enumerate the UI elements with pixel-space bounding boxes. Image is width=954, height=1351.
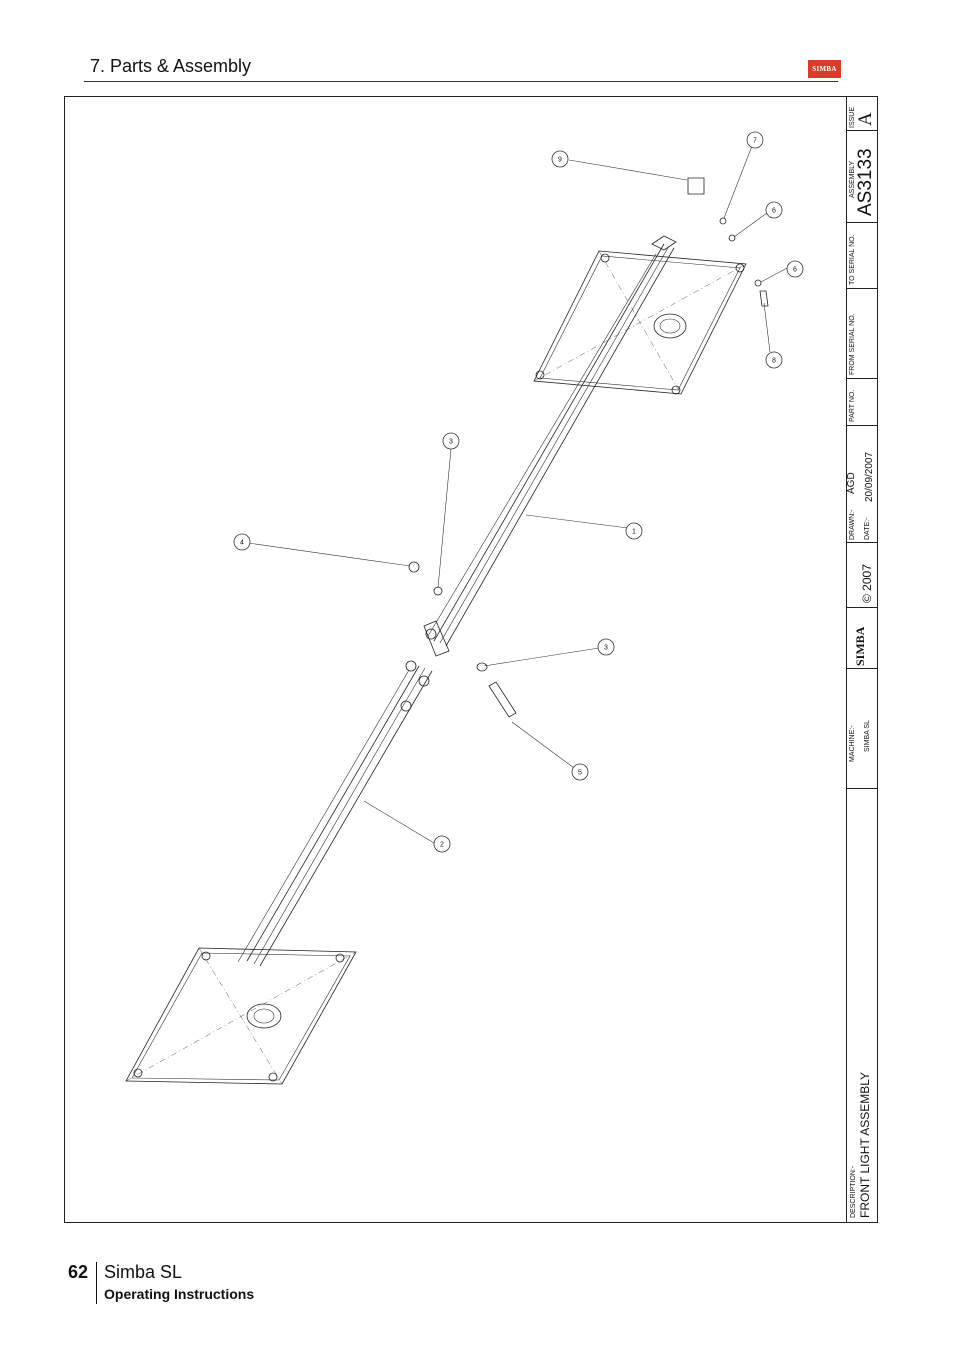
copyright: © 2007 bbox=[860, 564, 874, 603]
svg-text:1: 1 bbox=[632, 529, 636, 536]
lower-lamp-bracket bbox=[125, 947, 357, 1085]
balloon-4: 4 bbox=[233, 533, 251, 551]
title-block bbox=[846, 96, 878, 1223]
svg-text:4: 4 bbox=[240, 540, 244, 547]
assembly-number: AS3133 bbox=[855, 148, 876, 216]
balloon-6-lower: 6 bbox=[786, 260, 804, 278]
balloon-9: 9 bbox=[551, 150, 569, 168]
svg-text:8: 8 bbox=[772, 358, 776, 365]
date-label: DATE:- bbox=[864, 517, 871, 540]
page-number: 62 bbox=[68, 1262, 89, 1282]
description-label: DESCRIPTION:- bbox=[850, 1165, 857, 1218]
leader-lines bbox=[247, 145, 790, 844]
balloon-2: 2 bbox=[433, 835, 451, 853]
balloon-8: 8 bbox=[765, 351, 783, 369]
simba-logo: SIMBA bbox=[853, 626, 867, 666]
footer-subtitle: Operating Instructions bbox=[104, 1286, 255, 1302]
svg-text:7: 7 bbox=[753, 138, 757, 145]
footer-divider bbox=[96, 1262, 97, 1304]
section-title: 7. Parts & Assembly bbox=[90, 56, 252, 76]
upper-beam bbox=[423, 243, 675, 657]
svg-text:6: 6 bbox=[772, 208, 776, 215]
to-serial-label: TO SERIAL NO. bbox=[849, 234, 856, 285]
part-no-label: PART NO. bbox=[849, 389, 856, 422]
exploded-assembly-drawing: 1 2 3 3 4 5 6 6 7 8 9 bbox=[125, 131, 804, 1085]
balloon-5: 5 bbox=[571, 763, 589, 781]
lower-beam bbox=[237, 660, 433, 967]
balloon-3-lower: 3 bbox=[597, 638, 615, 656]
upper-lamp-bracket bbox=[533, 235, 747, 395]
from-serial-label: FROM SERIAL NO. bbox=[849, 313, 856, 375]
drawn-label: DRAWN:- bbox=[849, 509, 856, 540]
svg-text:6: 6 bbox=[793, 267, 797, 274]
brand-logo-text: SIMBA bbox=[812, 65, 837, 73]
issue-value: A bbox=[855, 112, 876, 126]
drawing-frame bbox=[64, 96, 878, 1223]
svg-text:9: 9 bbox=[558, 157, 562, 164]
machine-label: MACHINE:- bbox=[849, 725, 856, 762]
machine-value: SIMBA SL bbox=[864, 720, 871, 752]
svg-text:5: 5 bbox=[578, 770, 582, 777]
svg-text:2: 2 bbox=[440, 842, 444, 849]
svg-text:3: 3 bbox=[604, 645, 608, 652]
brand-logo: SIMBA bbox=[808, 60, 841, 78]
balloon-6-upper: 6 bbox=[765, 201, 783, 219]
drawn-value: AGD bbox=[846, 472, 857, 494]
balloon-3-upper: 3 bbox=[442, 432, 460, 450]
date-value: 20/09/2007 bbox=[864, 451, 875, 502]
balloon-7: 7 bbox=[746, 131, 764, 149]
header-rule bbox=[84, 81, 838, 82]
footer-model: Simba SL bbox=[104, 1262, 183, 1282]
balloon-1: 1 bbox=[625, 522, 643, 540]
svg-text:3: 3 bbox=[449, 439, 453, 446]
fasteners bbox=[408, 177, 769, 718]
description-value: FRONT LIGHT ASSEMBLY bbox=[858, 1071, 872, 1218]
